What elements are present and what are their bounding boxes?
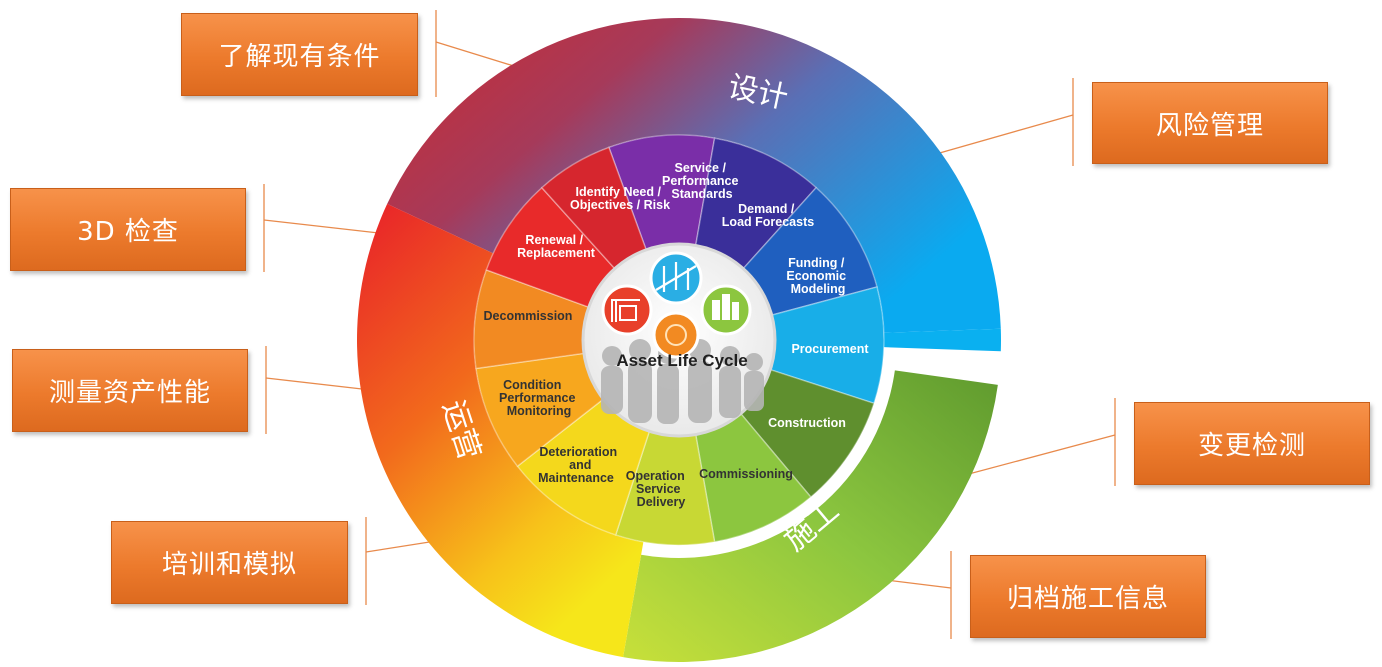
inner-ring — [473, 134, 885, 546]
segment-labels: Service / Performance Standards Demand /… — [484, 161, 870, 509]
label-operation-delivery: Operation Service Delivery — [626, 469, 689, 509]
connector-4 — [265, 377, 363, 390]
crane-icon — [601, 284, 653, 336]
center-hub: Asset Life Cycle — [581, 242, 777, 438]
outer-ring — [356, 17, 1002, 663]
label-deterioration: Deterioration and Maintenance — [538, 445, 621, 485]
label-demand-forecasts: Demand / Load Forecasts — [722, 202, 814, 229]
callout-measure-performance: 测量资产性能 — [12, 349, 248, 432]
asset-globe-icon — [652, 311, 700, 359]
callout-training-simulation: 培训和模拟 — [111, 521, 348, 604]
callout-risk-management: 风险管理 — [1092, 82, 1328, 164]
ring-sector-construction — [623, 370, 998, 663]
callout-3d-inspection: 3D 检查 — [10, 188, 246, 271]
label-identify-need: Identify Need / Objectives / Risk — [570, 185, 670, 212]
callout-archive-construction: 归档施工信息 — [970, 555, 1206, 638]
label-commissioning: Commissioning — [699, 467, 793, 481]
label-funding: Funding / Economic Modeling — [786, 256, 849, 296]
label-construction: Construction — [768, 416, 846, 430]
label-procurement: Procurement — [791, 342, 869, 356]
callout-change-detection: 变更检测 — [1134, 402, 1370, 485]
connector-5 — [949, 434, 1116, 480]
label-condition-monitoring: Condition Performance Monitoring — [499, 378, 579, 418]
center-title: Asset Life Cycle — [616, 351, 747, 370]
label-decommission: Decommission — [484, 309, 573, 323]
callout-understand-conditions: 了解现有条件 — [181, 13, 418, 96]
ring-sector-design — [387, 17, 1001, 333]
ring-sector-design-join — [883, 328, 1002, 352]
buildings-icon — [700, 284, 752, 336]
label-service-standards: Service / Performance Standards — [662, 161, 742, 201]
ring-sector-operation — [356, 203, 644, 658]
bridge-icon — [649, 251, 703, 305]
label-renewal: Renewal / Replacement — [517, 233, 596, 260]
